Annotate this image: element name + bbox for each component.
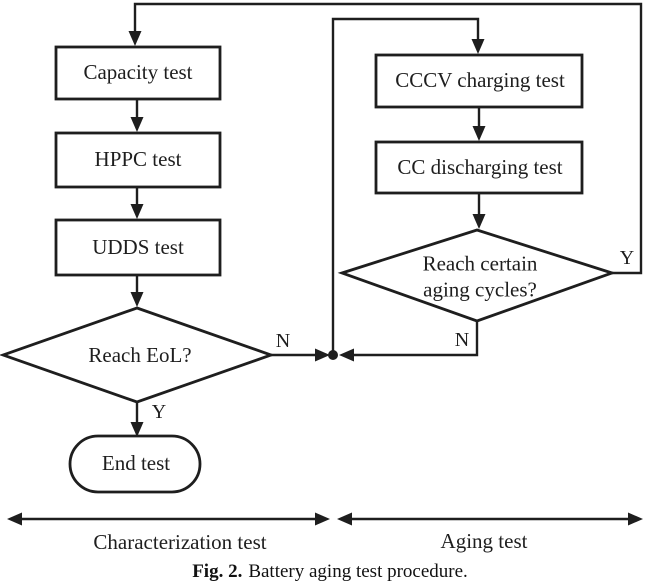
loop-aging-yes-line (133, 2, 643, 275)
capacity-test-label: Capacity test (83, 60, 193, 85)
aging-no-label: N (454, 328, 470, 351)
figure-caption-number: Fig. 2. (192, 561, 243, 582)
cccv-charging-label: CCCV charging test (395, 68, 565, 93)
arrowhead-into-cc (472, 126, 486, 141)
arrowhead-span-right-1 (315, 512, 330, 526)
aging-no-line (352, 321, 479, 357)
cccv-charging-test-box (374, 53, 584, 109)
hppc-test-label: HPPC test (94, 147, 182, 172)
eol-yes-label: Y (151, 400, 167, 423)
reach-eol-label: Reach EoL? (88, 343, 192, 368)
characterization-test-label: Characterization test (93, 530, 267, 555)
arrowhead-into-capacity (128, 31, 142, 46)
reach-aging-label-line1: Reach certain (422, 251, 538, 276)
arrowhead-into-aging-diamond (472, 214, 486, 229)
aging-test-label: Aging test (440, 529, 528, 554)
arrowhead-into-hppc (130, 117, 144, 132)
arrowhead-span-right-2 (628, 512, 643, 526)
arrowhead-into-udds (130, 204, 144, 219)
junction-dot (328, 350, 338, 360)
arrowhead-span-left-2 (337, 512, 352, 526)
udds-test-box (54, 218, 222, 277)
arrowhead-span-left-1 (7, 512, 22, 526)
udds-test-label: UDDS test (92, 235, 184, 260)
arrowhead-eol-no-into-junction (315, 348, 330, 362)
loop-junction-to-cccv-line (331, 17, 480, 355)
figure-caption: Fig. 2.Battery aging test procedure. (192, 561, 468, 583)
cc-discharging-label: CC discharging test (397, 155, 563, 180)
arrowhead-into-cccv (471, 39, 485, 54)
eol-no-label: N (275, 329, 291, 352)
aging-yes-label: Y (619, 246, 635, 269)
end-test-label: End test (101, 451, 171, 476)
figure-caption-text: Battery aging test procedure. (248, 561, 468, 582)
reach-aging-label: Reach certain aging cycles? (423, 251, 538, 302)
arrowhead-into-eol-diamond (130, 292, 144, 307)
end-test-terminal (68, 434, 202, 494)
reach-eol-diamond (0, 306, 276, 404)
capacity-test-box (54, 45, 222, 101)
arrowhead-into-end (130, 422, 144, 437)
hppc-test-box (54, 131, 222, 189)
arrowhead-aging-no-into-junction (339, 348, 354, 362)
reach-aging-label-line2: aging cycles? (423, 277, 537, 301)
cc-discharging-test-box (374, 140, 584, 195)
reach-aging-diamond (337, 228, 617, 323)
